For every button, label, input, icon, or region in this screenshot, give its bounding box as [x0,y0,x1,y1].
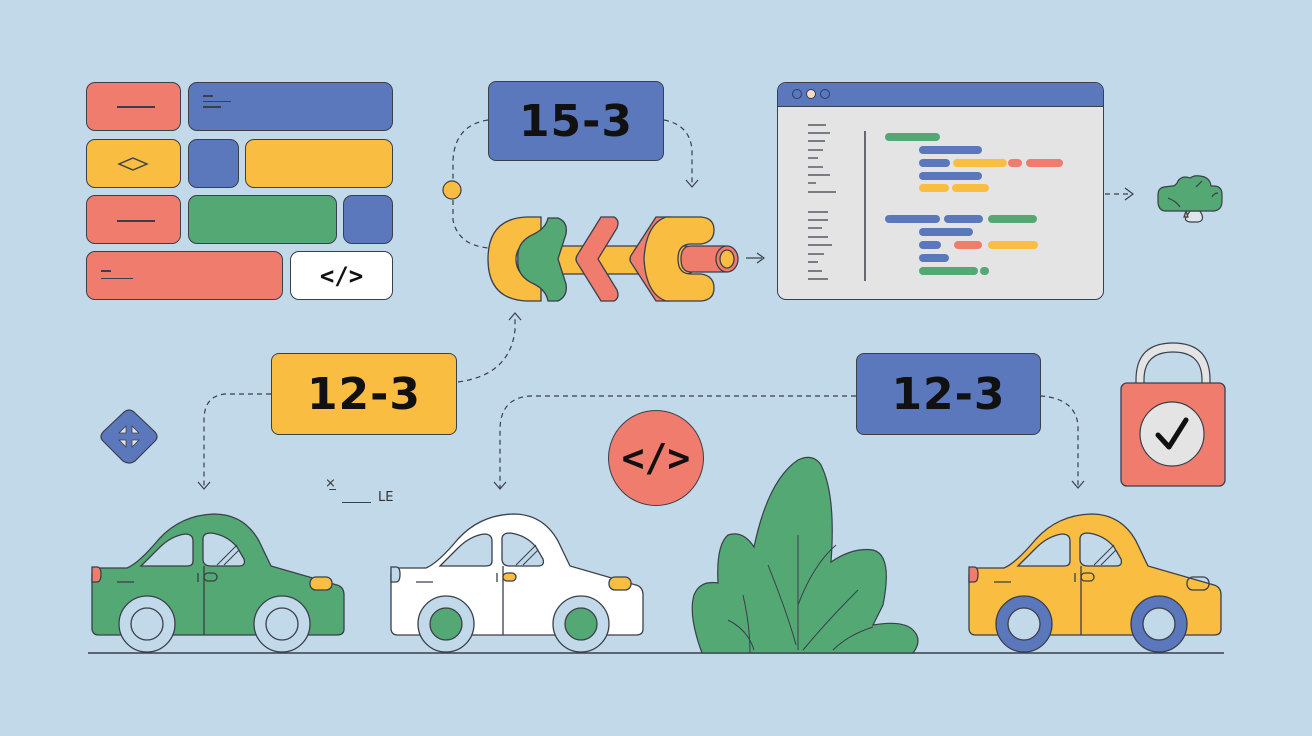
block-blue-small[interactable] [188,139,239,188]
car-green[interactable] [89,511,347,653]
car-yellow[interactable] [966,511,1224,653]
dash-icon [117,106,155,108]
label-left-text: 12-3 [306,368,422,420]
block-yellow-diamond[interactable] [86,139,181,188]
stray-caption-text: LE [378,490,394,505]
stray-mark: ⨯̲ [325,476,336,491]
traffic-light-2[interactable] [806,89,816,99]
line-gutter [808,124,866,281]
broccoli-icon [1157,175,1223,223]
editor-titlebar [778,83,1103,107]
node-dot [442,180,462,200]
label-left[interactable]: 12-3 [271,353,457,435]
move-icon[interactable] [97,408,161,466]
label-right-text: 12-3 [891,368,1006,420]
block-red-wide[interactable] [86,251,283,300]
editor-window[interactable] [777,82,1104,300]
block-red-1[interactable] [86,82,181,131]
label-right[interactable]: 12-3 [856,353,1041,435]
block-red-2[interactable] [86,195,181,244]
dash-icon [117,220,155,222]
block-yellow-wide[interactable] [245,139,393,188]
pipeline-chain-icon [487,216,739,302]
car-white[interactable] [388,511,646,653]
bush-icon [691,456,919,654]
lock-icon[interactable] [1120,340,1226,490]
code-icon: </> [319,261,364,290]
block-blue-square[interactable] [343,195,393,244]
code-icon: </> [621,436,691,480]
traffic-light-1[interactable] [792,89,802,99]
label-top[interactable]: 15-3 [488,81,664,161]
code-badge[interactable]: </> [608,410,704,506]
block-white-code[interactable]: </> [290,251,393,300]
stray-underline [342,502,371,504]
text-lines-icon [203,95,231,108]
label-top-text: 15-3 [518,95,634,147]
code-lines [885,133,1063,275]
block-blue-wide[interactable] [188,82,393,131]
traffic-light-3[interactable] [820,89,830,99]
text-lines-icon [101,270,133,279]
block-green[interactable] [188,195,337,244]
diamond-icon [117,157,149,171]
